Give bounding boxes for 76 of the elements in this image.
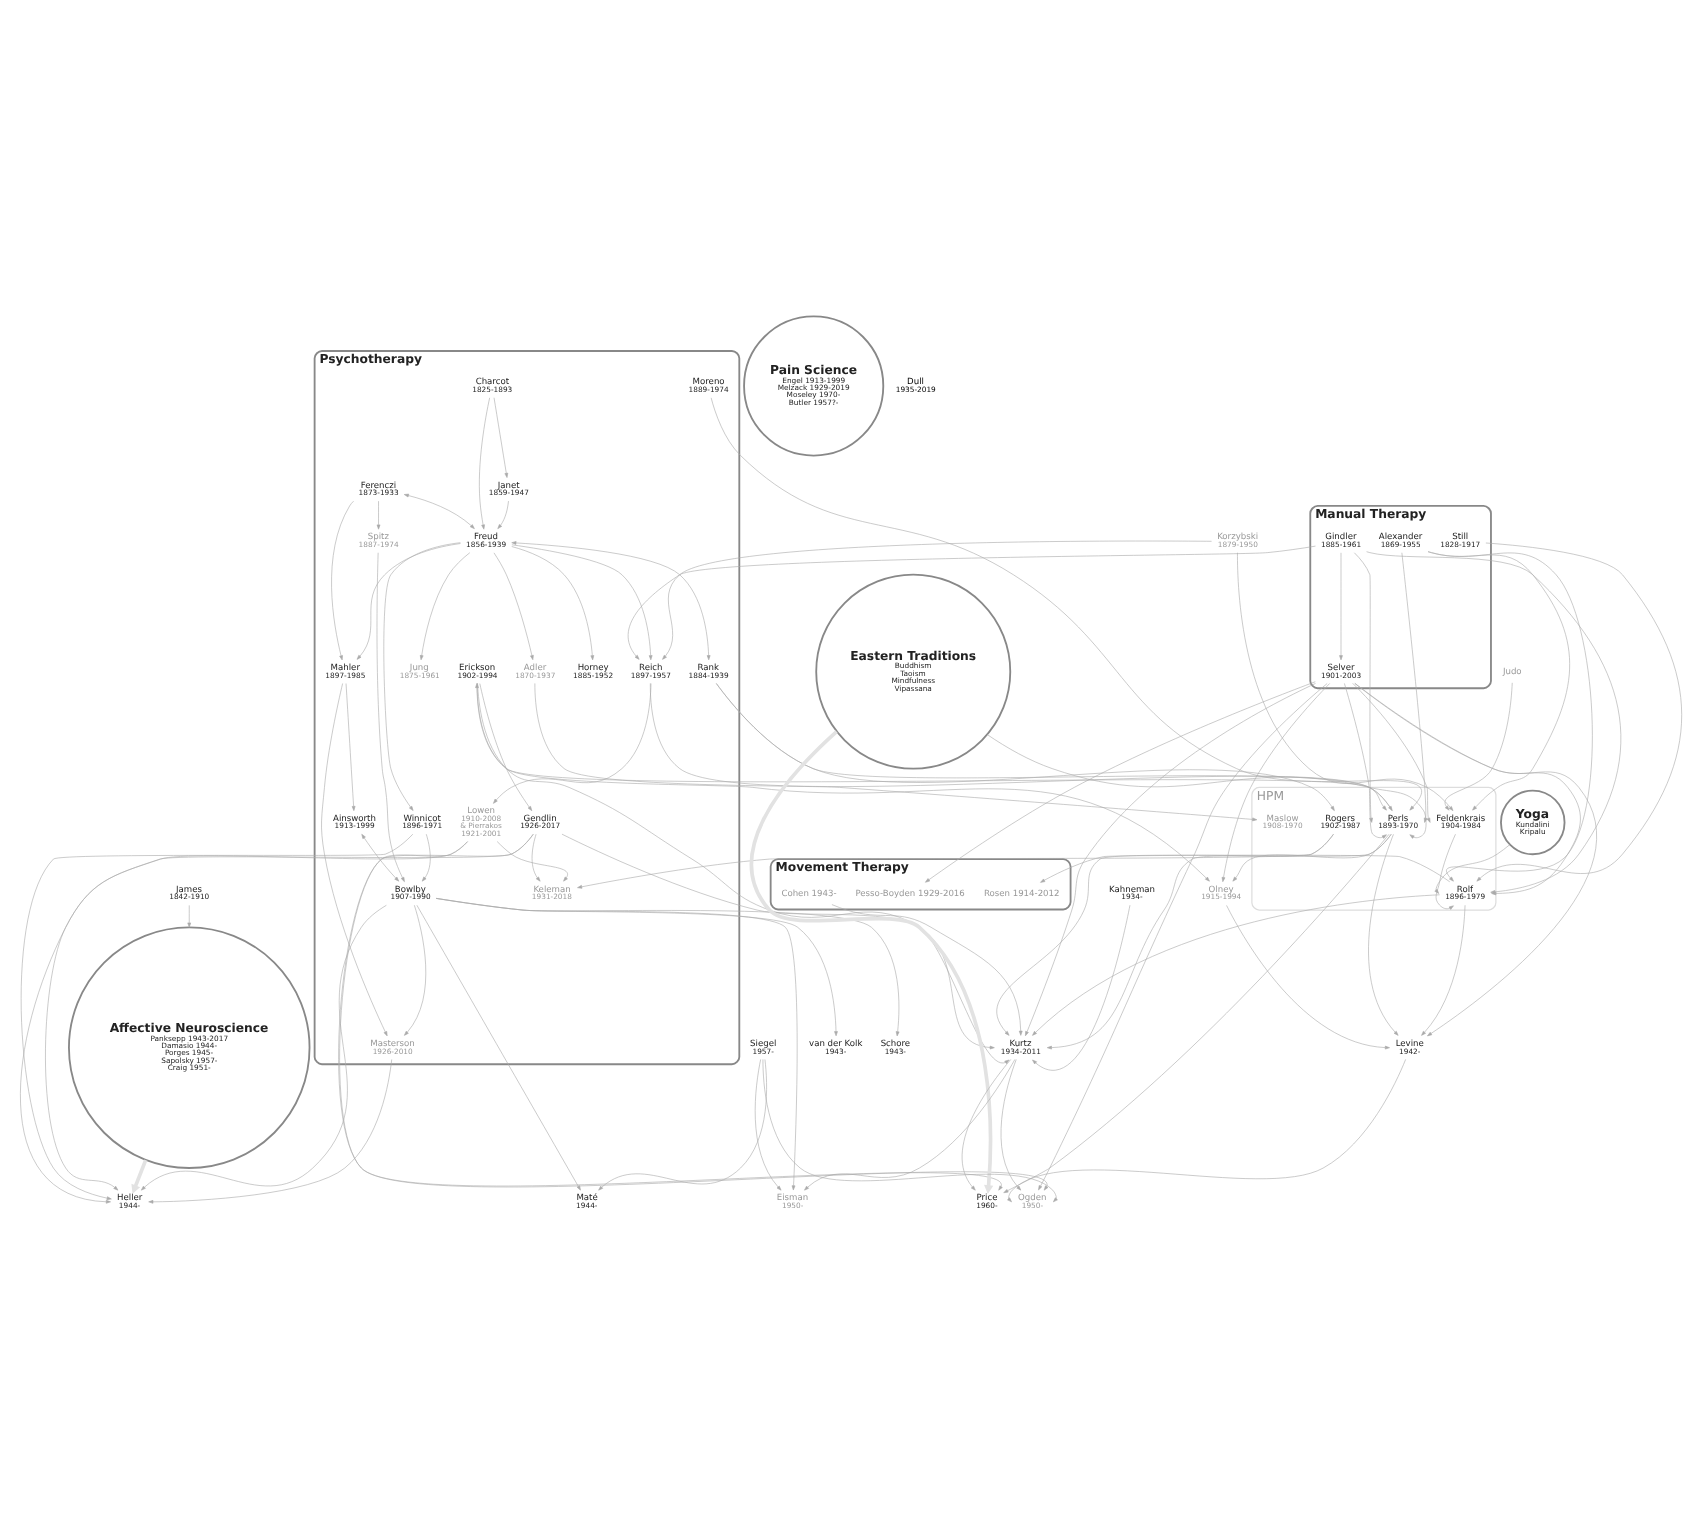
arrow [762,1058,1058,1202]
arrow [1434,843,1511,893]
arrow [511,540,711,660]
arrow [831,903,1023,1035]
arrow [749,729,994,1194]
arrow [476,682,1210,881]
arrow [493,551,534,660]
arrow [421,832,431,881]
arrow [404,903,427,1035]
arrow [435,897,798,1190]
arrow [710,396,1422,810]
arrow [1421,903,1466,1035]
arrow [20,832,534,1203]
arrow [534,682,1258,821]
arrow [1032,893,1440,1035]
arrow [20,832,414,1199]
arrow [531,832,541,881]
arrow [131,1158,148,1193]
arrow [493,396,509,477]
arrow [1007,1058,1406,1202]
arrow [511,545,595,660]
arrow [383,541,461,810]
arrow [1237,551,1454,810]
arrow [1000,1058,1022,1190]
arrow [1354,551,1373,822]
arrow [1003,832,1390,1192]
arrow [1038,682,1328,1190]
arrow [1435,832,1456,909]
arrow [141,903,387,1190]
arrow [45,840,469,1190]
arrow [598,1058,767,1190]
arrow [1344,682,1387,838]
arrow [627,544,1316,659]
arrow [511,543,653,660]
arrow [577,832,1334,888]
arrow [1040,853,1451,882]
arrow [1427,550,1570,810]
arrow [419,551,471,660]
arrow [345,682,356,810]
arrow [479,396,490,529]
arrow [1427,550,1593,881]
arrow [996,832,1392,1035]
arrow [1025,682,1316,1036]
arrow [493,682,652,803]
arrow [479,682,533,810]
arrow [477,682,995,1049]
arrow [187,904,192,927]
arrow [961,1058,1012,1190]
arrow [1232,832,1392,881]
arrow [1366,550,1622,893]
arrow [1368,833,1399,1035]
arrow [356,542,461,659]
arrow [1354,682,1597,1036]
arrow [321,682,388,1036]
arrow [376,499,381,529]
arrow [754,1058,782,1190]
arrow [361,832,400,881]
arrow [1046,832,1334,1049]
arrow [1221,682,1330,882]
arrow [804,1058,1016,1190]
arrow [403,492,475,528]
arrow [376,551,405,881]
arrow [1476,541,1682,881]
arrow [148,1058,393,1203]
arrow [416,903,581,1190]
arrow [475,682,1393,810]
arrow [1226,904,1390,1049]
arrow [1354,682,1581,895]
arrow [925,680,1316,882]
arrow [496,840,568,881]
arrow [497,499,509,528]
arrow [1444,681,1513,810]
arrow [662,539,1212,659]
arrow [1032,903,1131,1070]
arrow [561,832,1010,1063]
arrow [331,499,354,660]
